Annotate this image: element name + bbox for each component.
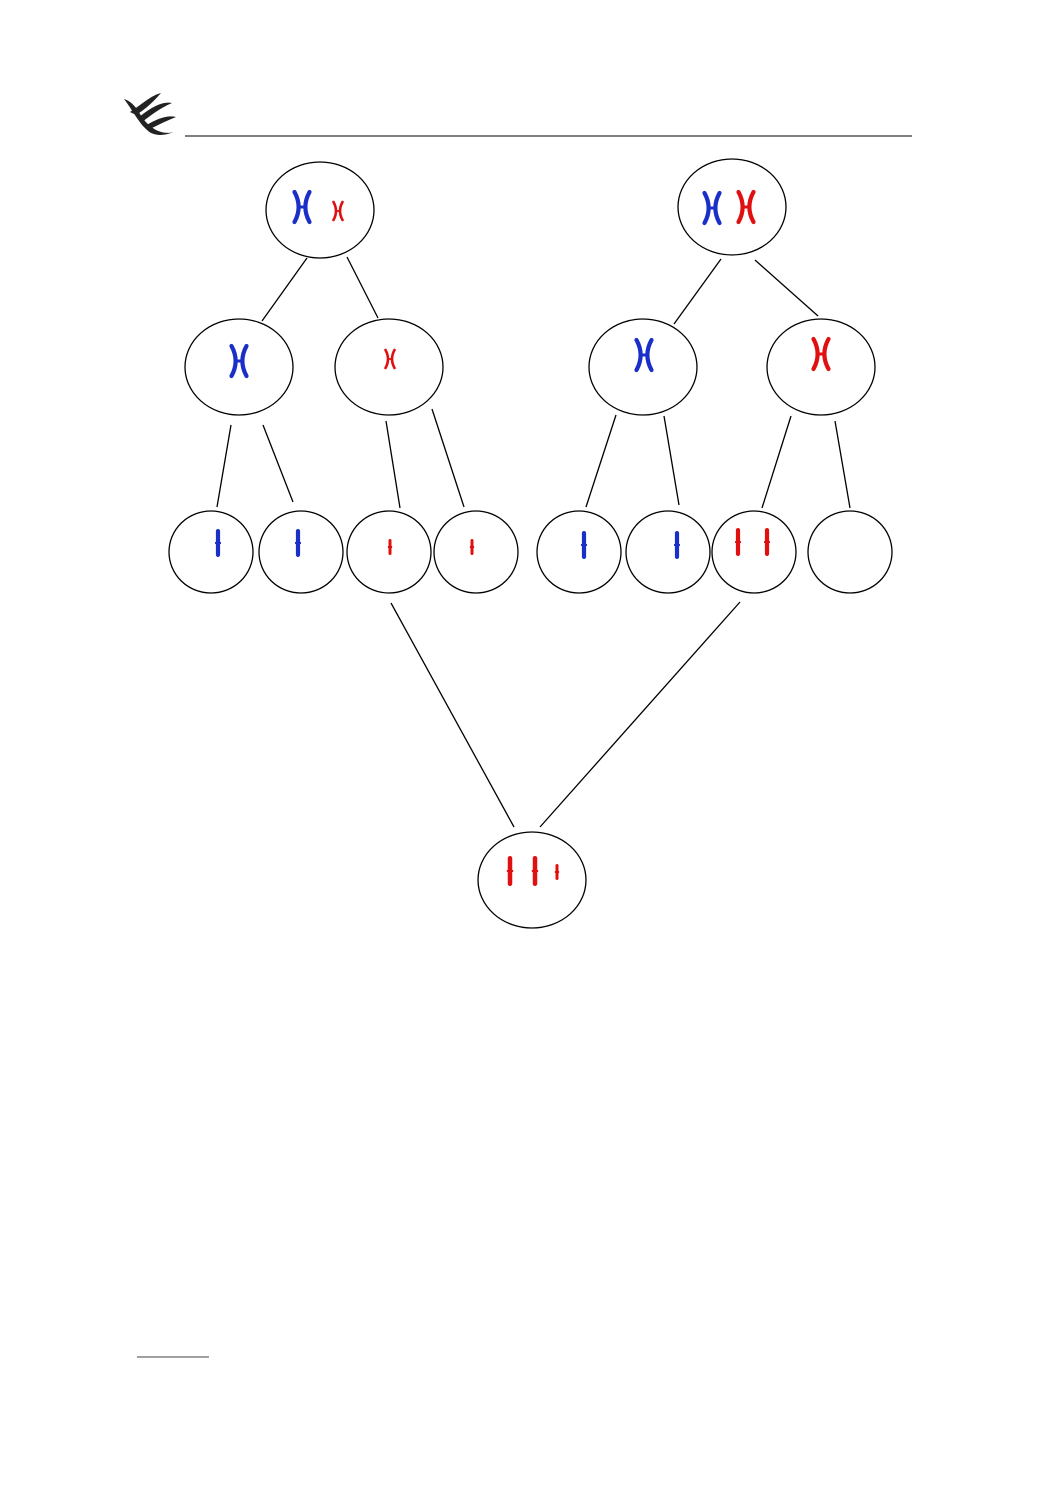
- connector-egg-3-to-zygote: [539, 601, 741, 828]
- chromosome-maternal-i-small: [554, 864, 560, 880]
- connector-father-parent-to-father-meiosis1-b: [346, 256, 379, 319]
- cell-egg-3: [711, 510, 797, 594]
- cell-sperm-2: [258, 510, 344, 594]
- cell-sperm-3: [346, 510, 432, 594]
- connector-father-meiosis1-b-to-sperm-4: [431, 408, 465, 508]
- chromosome-paternal-i-large: [581, 531, 587, 559]
- chromosome-maternal-i-small: [387, 539, 393, 555]
- chromosome-paternal-i-large: [674, 531, 680, 559]
- chromosome-maternal-i-large: [506, 856, 514, 886]
- connector-mother-meiosis1-b-to-egg-3: [761, 415, 792, 509]
- chromosome-maternal-x-small: [332, 200, 344, 222]
- cell-membrane: [168, 510, 254, 594]
- chromosome-paternal-i-large: [215, 529, 221, 557]
- connector-mother-parent-to-mother-meiosis1-b: [754, 259, 819, 317]
- chromosome-maternal-i-small: [469, 539, 475, 555]
- cell-membrane: [536, 510, 622, 594]
- cell-egg-2: [625, 510, 711, 594]
- cell-sperm-1: [168, 510, 254, 594]
- chromosome-maternal-x-large: [736, 189, 756, 225]
- cell-father-meiosis1-b: [334, 318, 444, 416]
- chromosome-paternal-x-large: [229, 343, 249, 379]
- chromosome-maternal-i-large: [764, 528, 770, 556]
- chromosome-maternal-i-large: [531, 856, 539, 886]
- cell-membrane: [677, 158, 787, 256]
- connector-father-meiosis1-a-to-sperm-2: [262, 424, 294, 503]
- cell-membrane: [477, 831, 587, 929]
- connector-mother-meiosis1-a-to-egg-2: [663, 415, 680, 506]
- connector-mother-meiosis1-a-to-egg-1: [585, 414, 617, 508]
- cell-egg-4: [807, 510, 893, 594]
- cell-membrane: [258, 510, 344, 594]
- cell-father-meiosis1-a: [184, 318, 294, 416]
- cell-membrane: [265, 161, 375, 259]
- cell-father-parent: [265, 161, 375, 259]
- chromosome-paternal-i-large: [295, 529, 301, 557]
- cell-membrane: [766, 318, 876, 416]
- connector-mother-meiosis1-b-to-egg-4: [834, 420, 851, 509]
- connector-father-meiosis1-a-to-sperm-1: [216, 424, 232, 508]
- cell-membrane: [184, 318, 294, 416]
- chromosome-maternal-x-small: [384, 348, 396, 370]
- cell-membrane: [588, 318, 698, 416]
- chromosome-maternal-x-large: [811, 336, 831, 372]
- chromosome-paternal-x-large: [634, 337, 654, 373]
- connector-father-parent-to-father-meiosis1-a: [261, 257, 308, 322]
- dove-bird-icon: [124, 93, 176, 135]
- connector-sperm-3-to-zygote: [390, 602, 515, 828]
- cells: [168, 158, 893, 929]
- cell-sperm-4: [433, 510, 519, 594]
- cell-membrane: [711, 510, 797, 594]
- connector-lines: [216, 256, 851, 828]
- cell-mother-meiosis1-a: [588, 318, 698, 416]
- cell-membrane: [807, 510, 893, 594]
- chromosome-paternal-x-large: [292, 189, 312, 225]
- chromosome-maternal-i-large: [735, 528, 741, 556]
- cell-zygote: [477, 831, 587, 929]
- cell-membrane: [334, 318, 444, 416]
- cell-mother-parent: [677, 158, 787, 256]
- connector-father-meiosis1-b-to-sperm-3: [385, 420, 401, 509]
- connector-mother-parent-to-mother-meiosis1-a: [673, 258, 722, 325]
- cell-egg-1: [536, 510, 622, 594]
- cell-membrane: [625, 510, 711, 594]
- chromosome-paternal-x-large: [702, 190, 722, 226]
- cell-mother-meiosis1-b: [766, 318, 876, 416]
- cell-membrane: [433, 510, 519, 594]
